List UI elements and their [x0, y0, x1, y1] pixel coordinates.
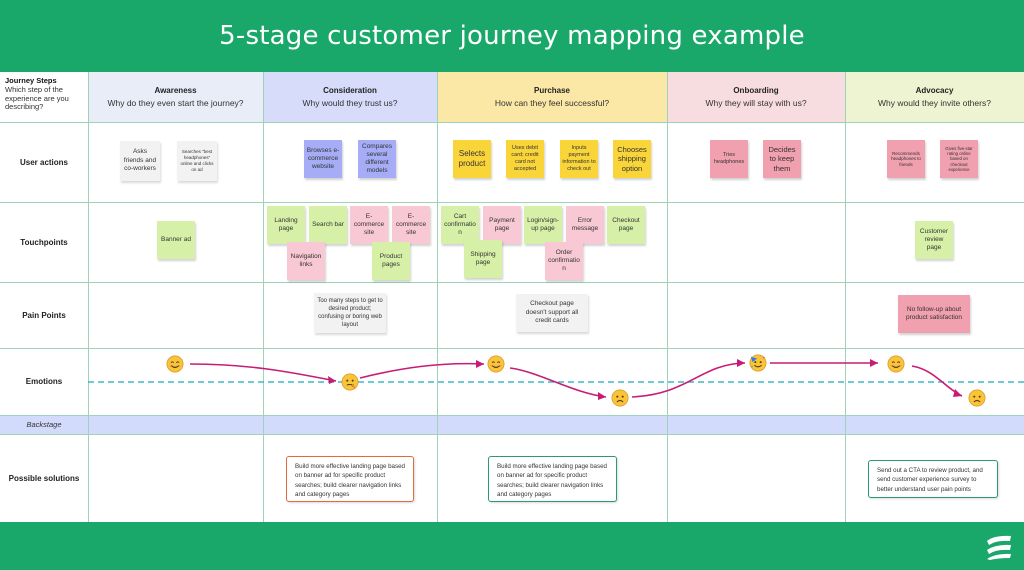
- row-label-emotions: Emotions: [25, 377, 63, 386]
- divider: [437, 72, 438, 522]
- touchpoint-sticky[interactable]: Banner ad: [157, 221, 195, 259]
- backstage-band: [0, 415, 1024, 434]
- touchpoint-sticky[interactable]: Landing page: [267, 206, 305, 244]
- user-action-sticky[interactable]: Searches "best headphones" online and cl…: [177, 141, 217, 181]
- pain-point-note[interactable]: Too many steps to get to desired product…: [314, 293, 386, 333]
- touchpoint-sticky[interactable]: Order confirmation: [545, 242, 583, 280]
- emotion-line: [911, 365, 963, 397]
- divider: [0, 415, 1024, 416]
- divider: [0, 282, 1024, 283]
- solution-card[interactable]: Build more effective landing page based …: [286, 456, 414, 502]
- happy-face-icon: [487, 355, 505, 373]
- stage-header-onboarding[interactable]: Onboarding Why they will stay with us?: [667, 72, 845, 122]
- touchpoint-sticky[interactable]: Shipping page: [464, 240, 502, 278]
- divider: [0, 202, 1024, 203]
- divider: [0, 122, 1024, 123]
- happy-face-icon: [166, 355, 184, 373]
- touchpoint-sticky[interactable]: Search bar: [309, 206, 347, 244]
- touchpoint-sticky[interactable]: Customer review page: [915, 221, 953, 259]
- stage-subtitle: How can they feel successful?: [494, 98, 610, 108]
- stage-header-purchase[interactable]: Purchase How can they feel successful?: [437, 72, 667, 122]
- footer-bar: [0, 522, 1024, 570]
- emotion-arrowheads: [328, 359, 962, 400]
- row-label-backstage: Backstage: [26, 420, 62, 429]
- stage-title: Onboarding: [733, 86, 779, 95]
- corner-subtitle: Which step of the experience are you des…: [5, 85, 69, 112]
- user-action-sticky[interactable]: Recommends headphones to friends: [887, 140, 925, 178]
- stage-header-consideration[interactable]: Consideration Why would they trust us?: [263, 72, 437, 122]
- corner-title: Journey Steps: [5, 76, 57, 85]
- arrowhead: [737, 359, 745, 367]
- sad-face-icon: [611, 389, 629, 407]
- touchpoint-sticky[interactable]: Cart confirmation: [441, 206, 479, 244]
- user-action-sticky[interactable]: Compares several different models: [358, 140, 396, 178]
- stage-header-awareness[interactable]: Awareness Why do they even start the jou…: [88, 72, 263, 122]
- stage-subtitle: Why do they even start the journey?: [107, 98, 244, 108]
- emotion-line: [509, 367, 607, 398]
- confused-face-icon: [341, 373, 359, 391]
- touchpoint-sticky[interactable]: Product pages: [372, 242, 410, 280]
- arrowhead: [598, 392, 606, 400]
- emotion-line: [631, 362, 746, 398]
- user-action-sticky[interactable]: Asks friends and co-workers: [120, 141, 160, 181]
- user-action-sticky[interactable]: Decides to keep them: [763, 140, 801, 178]
- stage-title: Advocacy: [915, 86, 954, 95]
- divider: [88, 72, 89, 522]
- sad-face-icon: [968, 389, 986, 407]
- arrowhead: [476, 360, 484, 368]
- pain-point-note[interactable]: Checkout page doesn't support all credit…: [516, 294, 588, 332]
- happy-face-icon: [887, 355, 905, 373]
- divider: [667, 72, 668, 522]
- row-label-possible-solutions: Possible solutions: [8, 473, 80, 483]
- header-bar: 5-stage customer journey mapping example: [0, 0, 1024, 72]
- user-action-sticky[interactable]: Uses debit card; credit card not accepte…: [506, 140, 544, 178]
- row-label-touchpoints: Touchpoints: [20, 237, 68, 247]
- touchpoint-sticky[interactable]: Login/sign-up page: [524, 206, 562, 244]
- divider: [845, 72, 846, 522]
- row-label-user-actions: User actions: [19, 157, 69, 167]
- emotion-line: [359, 362, 485, 379]
- touchpoint-sticky[interactable]: Checkout page: [607, 206, 645, 244]
- stage-subtitle: Why would they invite others?: [878, 98, 991, 108]
- user-action-sticky[interactable]: Browses e-commerce website: [304, 140, 342, 178]
- touchpoint-sticky[interactable]: E-commerce site: [392, 206, 430, 244]
- divider: [0, 348, 1024, 349]
- touchpoint-sticky[interactable]: Error message: [566, 206, 604, 244]
- brand-logo-icon: [987, 535, 1011, 560]
- user-action-sticky[interactable]: Gives five-star rating online based on c…: [940, 140, 978, 178]
- user-action-sticky[interactable]: Inputs payment information to check out: [560, 140, 598, 178]
- row-label-pain-points: Pain Points: [22, 310, 66, 320]
- arrowhead: [870, 359, 878, 367]
- touchpoint-sticky[interactable]: Payment page: [483, 206, 521, 244]
- arrowhead: [953, 389, 962, 397]
- stage-subtitle: Why they will stay with us?: [705, 98, 807, 108]
- stage-title: Purchase: [533, 86, 571, 95]
- user-action-sticky[interactable]: Selects product: [453, 140, 491, 178]
- page-title: 5-stage customer journey mapping example: [219, 21, 805, 51]
- divider: [263, 72, 264, 522]
- touchpoint-sticky[interactable]: Navigation links: [287, 242, 325, 280]
- stage-subtitle: Why would they trust us?: [302, 98, 398, 108]
- arrowhead: [328, 376, 336, 384]
- solution-card[interactable]: Build more effective landing page based …: [488, 456, 617, 502]
- touchpoint-sticky[interactable]: E-commerce site: [350, 206, 388, 244]
- user-action-sticky[interactable]: Tries headphones: [710, 140, 748, 178]
- journey-map-grid: Awareness Why do they even start the jou…: [0, 72, 1024, 522]
- user-action-sticky[interactable]: Chooses shipping option: [613, 140, 651, 178]
- stage-title: Consideration: [323, 86, 377, 95]
- party-face-icon: [749, 354, 767, 372]
- journey-steps-corner: Journey Steps Which step of the experien…: [0, 72, 88, 122]
- pain-point-note[interactable]: No follow-up about product satisfaction: [898, 295, 970, 333]
- stage-title: Awareness: [154, 86, 197, 95]
- solution-card[interactable]: Send out a CTA to review product, and se…: [868, 460, 998, 498]
- stage-header-advocacy[interactable]: Advocacy Why would they invite others?: [845, 72, 1024, 122]
- divider: [0, 434, 1024, 435]
